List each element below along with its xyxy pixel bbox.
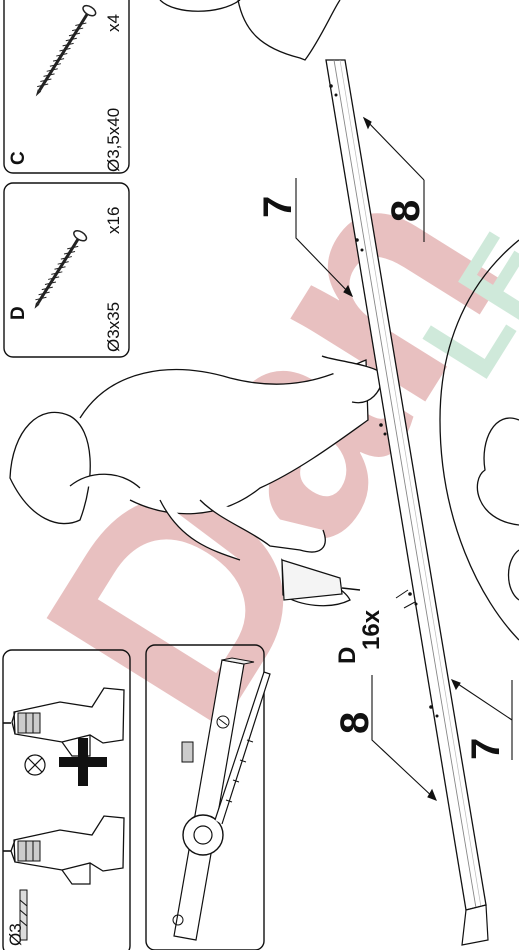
worker-figure-top xyxy=(160,0,340,60)
screw-c-letter: C xyxy=(8,151,30,165)
part-7-label-bottom: 7 xyxy=(464,738,509,760)
screw-c-spec: Ø3,5x40 xyxy=(104,108,124,172)
drill-bit-size: Ø3 xyxy=(6,923,26,946)
screw-d-qty: x16 xyxy=(104,207,124,234)
drill-icon-second xyxy=(3,816,124,884)
tools-drill-box xyxy=(3,650,130,950)
screw-d-letter: D xyxy=(8,306,30,320)
screw-d-icon xyxy=(29,229,89,313)
plus-icon xyxy=(59,738,107,786)
screw-callout-count: 16x xyxy=(358,610,386,650)
screw-d-spec: Ø3x35 xyxy=(104,302,124,352)
drill-icon xyxy=(3,688,124,756)
screw-c-icon xyxy=(30,4,98,100)
part-8-label-bottom: 8 xyxy=(333,712,378,734)
part-8-label-top: 8 xyxy=(384,200,429,222)
screw-bit-symbol xyxy=(25,755,45,775)
part-7-label-top: 7 xyxy=(256,196,301,218)
screw-c-qty: x4 xyxy=(104,14,124,32)
